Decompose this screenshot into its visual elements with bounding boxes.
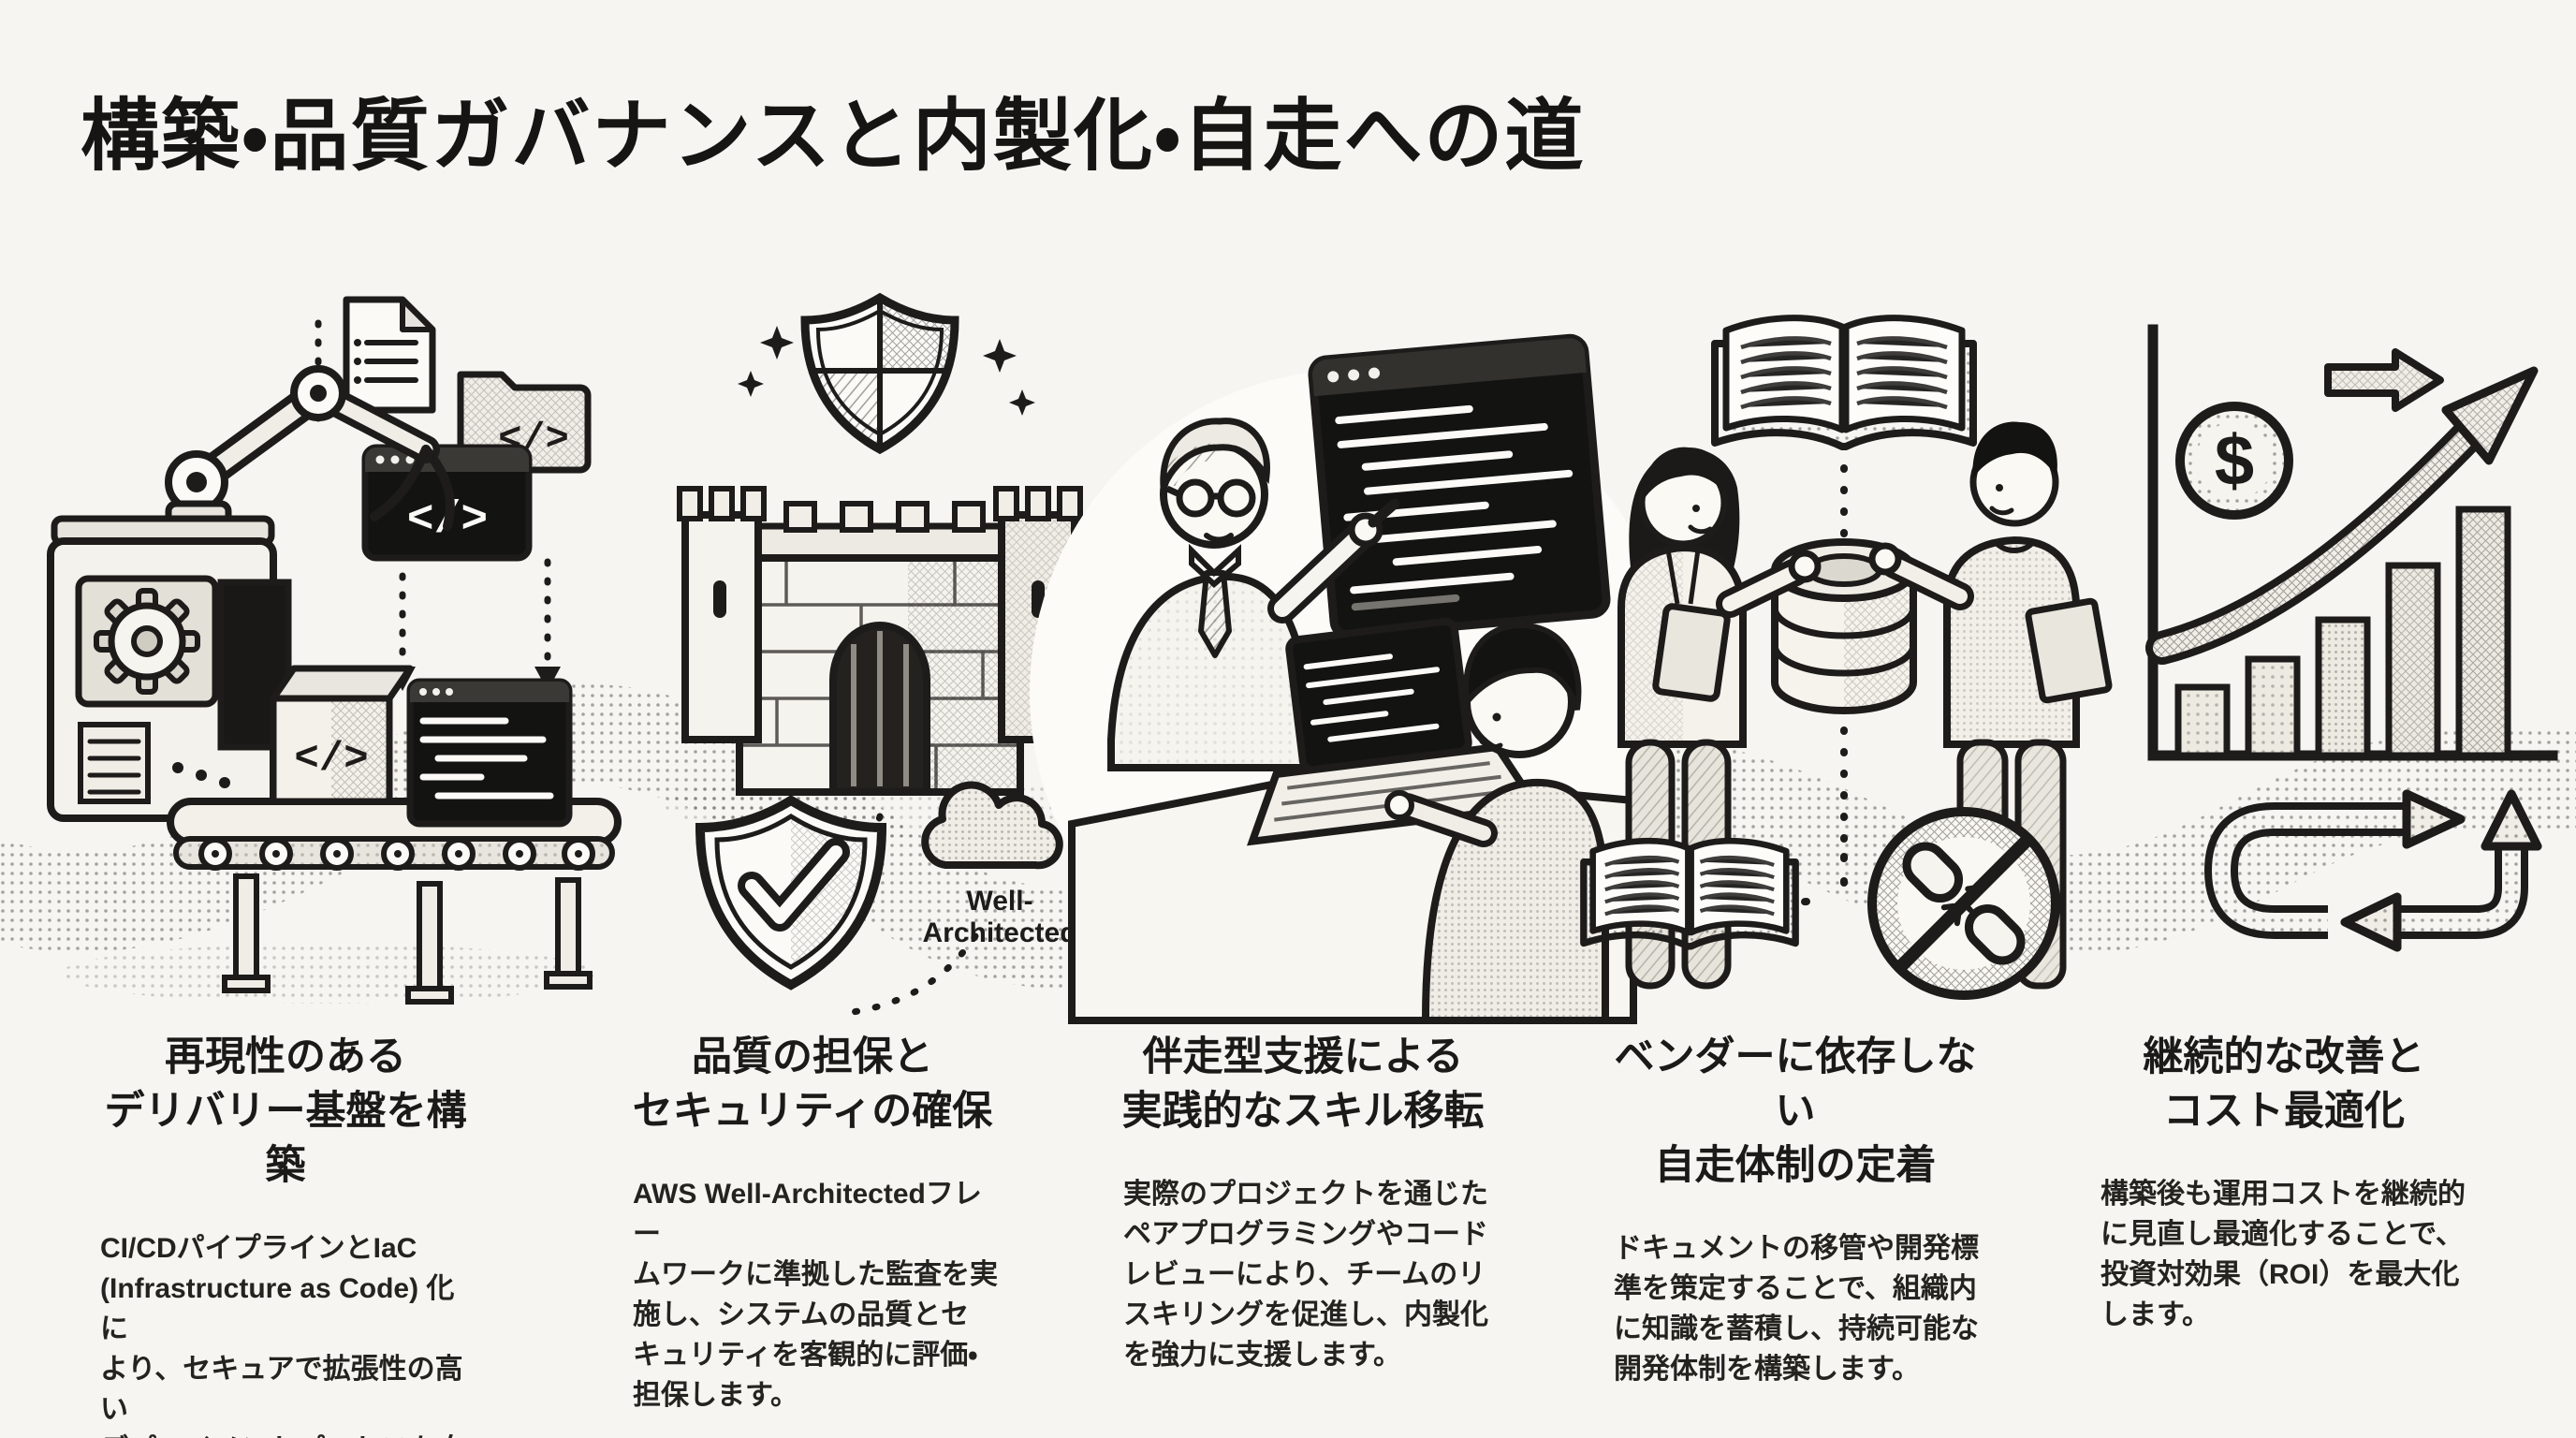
column-quality-security: 品質の担保と セキュリティの確保 AWS Well-Architectedフレー… bbox=[625, 1030, 1000, 1416]
build-machine bbox=[47, 515, 292, 822]
open-book-icon bbox=[1711, 315, 1977, 450]
dotted-connectors bbox=[1737, 464, 1960, 909]
well-architected-label: Well- bbox=[966, 886, 1032, 917]
mentor-glasses-icon bbox=[1165, 478, 1256, 518]
quartered-shield-icon bbox=[800, 292, 959, 455]
ground-shadow bbox=[61, 944, 594, 1004]
broken-chain-icon bbox=[1867, 807, 2060, 1000]
column-body: 構築後も運用コストを継続的 に見直し最適化することで、 投資対効果（ROI）を最… bbox=[2100, 1179, 2466, 1330]
well-architected-label: Architected bbox=[922, 917, 1076, 948]
sparkle-icons bbox=[738, 326, 1035, 416]
conveyor-rollers bbox=[198, 837, 595, 871]
right-arrow-icon bbox=[2324, 348, 2444, 412]
cycle-arrows-icon bbox=[2204, 789, 2542, 952]
woman-arm-raised bbox=[1716, 550, 1822, 618]
column-body: AWS Well-Architectedフレー ムワークに準拠した監査を実 施し… bbox=[633, 1179, 998, 1411]
column-heading: 伴走型支援による 実践的なスキル移転 bbox=[1121, 1034, 1485, 1134]
man-hair bbox=[1972, 421, 2057, 478]
column-heading: ベンダーに依存しない 自走体制の定着 bbox=[1614, 1034, 1977, 1188]
dollar-sign: $ bbox=[2215, 421, 2254, 501]
castle-gate bbox=[829, 622, 930, 796]
conveyor-belt: </> bbox=[167, 665, 622, 1005]
governance-illustration: Well- Architected bbox=[665, 292, 1095, 1017]
conveyor-legs bbox=[222, 873, 593, 1005]
gear-icon bbox=[94, 588, 200, 695]
trainee-hair bbox=[1463, 622, 1582, 711]
column-body: CI/CDパイプラインとIaC (Infrastructure as Code)… bbox=[100, 1233, 465, 1438]
skill-transfer-illustration bbox=[1030, 333, 1676, 1024]
gripper-claw bbox=[370, 445, 455, 531]
code-monitor bbox=[1308, 333, 1611, 640]
man-arm-raised bbox=[1868, 542, 1974, 610]
open-book-icon bbox=[1580, 837, 1799, 950]
check-shield-icon bbox=[695, 795, 887, 990]
page-title: 構築・品質ガバナンスと内製化・自走への道 bbox=[80, 92, 1586, 180]
package-box: </> bbox=[270, 665, 414, 805]
column-skill-transfer: 伴走型支援による 実践的なスキル移転 実際のプロジェクトを通じた ペアプログラミ… bbox=[1116, 1030, 1490, 1375]
column-delivery-foundation: 再現性のある デリバリー基盤を構築 CI/CDパイプラインとIaC (Infra… bbox=[89, 1030, 482, 1438]
self-run-illustration bbox=[1580, 315, 2113, 1000]
cost-optimization-illustration: $ bbox=[2145, 324, 2558, 952]
mentor-pointing-arm bbox=[1267, 498, 1400, 624]
mentor-tie bbox=[1198, 570, 1232, 658]
column-self-run-structure: ベンダーに依存しない 自走体制の定着 ドキュメントの移管や開発標 準を策定するこ… bbox=[1606, 1030, 1984, 1389]
column-heading: 継続的な改善と コスト最適化 bbox=[2143, 1034, 2425, 1134]
well-architected-badge: Well- Architected bbox=[921, 781, 1077, 948]
castle-crenellations bbox=[783, 501, 986, 533]
man-book bbox=[2025, 597, 2113, 704]
column-heading: 再現性のある デリバリー基盤を構築 bbox=[104, 1034, 467, 1188]
woman-tablet bbox=[1652, 603, 1731, 702]
castle bbox=[677, 486, 1083, 796]
column-body: 実際のプロジェクトを通じた ペアプログラミングやコード レビューにより、チームの… bbox=[1123, 1179, 1488, 1371]
growth-arrow bbox=[2145, 366, 2539, 665]
bar-chart bbox=[2174, 506, 2511, 759]
trainee-figure bbox=[1384, 622, 1609, 1024]
column-body: ドキュメントの移管や開発標 準を策定することで、組織内 に知識を蓄積し、持続可能… bbox=[1614, 1233, 1979, 1385]
column-cost-optimization: 継続的な改善と コスト最適化 構築後も運用コストを継続的 に見直し最適化すること… bbox=[2097, 1030, 2471, 1335]
cicd-illustration: </> </> bbox=[47, 296, 622, 1005]
column-heading: 品質の担保と セキュリティの確保 bbox=[632, 1034, 993, 1134]
cloud-icon bbox=[921, 781, 1063, 870]
woman-hair bbox=[1641, 447, 1725, 503]
dollar-coin-icon: $ bbox=[2175, 402, 2293, 520]
document-icon bbox=[343, 296, 436, 414]
code-icon: </> bbox=[294, 736, 368, 783]
castle-tower-left bbox=[677, 486, 767, 743]
code-panel bbox=[406, 678, 573, 828]
